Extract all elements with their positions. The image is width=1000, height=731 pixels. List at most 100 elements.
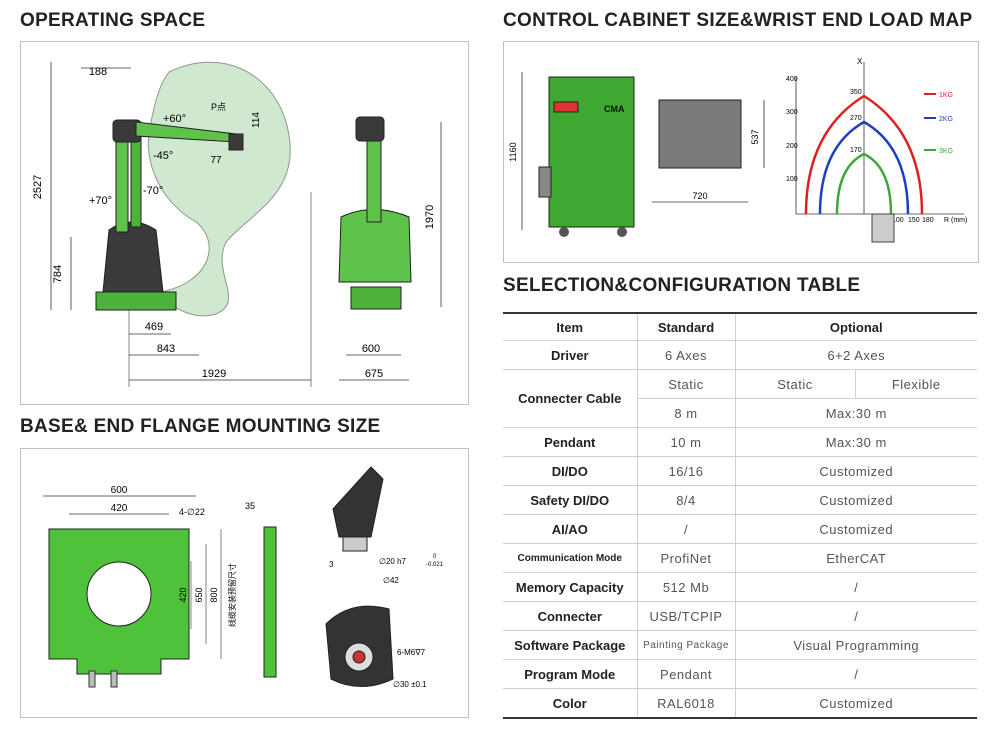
wrist-end-icon [871,213,895,243]
table-row: AI/AO / Customized [503,514,977,544]
wrist-load-map: X R (mm) 400 300 200 100 100 150 180 350… [786,57,967,243]
memory-optional: / [735,572,977,602]
cable-optional-static: Static [735,369,856,399]
comm-label: Communication Mode [503,543,638,573]
safety-standard: 8/4 [637,485,736,515]
program-standard: Pendant [637,659,736,689]
program-optional: / [735,659,977,689]
flange-tol-top: 0 [433,554,437,560]
peak-170: 170 [850,147,862,154]
control-cabinet-title: CONTROL CABINET SIZE&WRIST END LOAD MAP [503,10,973,31]
base-flange-drawing: 600 420 4-∅22 420 650 800 线缆安装预留尺寸 35 ∅2… [43,466,444,689]
dim-600-front: 600 [362,343,380,355]
base-dim-420-v: 420 [178,587,188,602]
y-tick-200: 200 [786,143,798,150]
dim-114: 114 [251,112,262,128]
color-label: Color [503,688,638,719]
software-optional: Visual Programming [735,630,977,660]
cabinet-logo: CMA [604,104,625,114]
load-x-axis-label: R (mm) [944,217,967,224]
cabinet-front-view: CMA [538,76,635,237]
y-tick-300: 300 [786,109,798,116]
dim-784: 784 [52,265,64,283]
dido-label: DI/DO [503,456,638,486]
load-y-axis-label: X [857,57,863,66]
table-row: Software Package Painting Package Visual… [503,630,977,660]
table-row: DI/DO 16/16 Customized [503,456,977,486]
legend-2kg: 2KG [939,116,953,123]
pendant-optional: Max:30 m [735,427,977,457]
control-cabinet-drawing: 1160 CMA 720 537 X R (mm) 400 300 200 10… [508,57,967,243]
base-flange-panel: 600 420 4-∅22 420 650 800 线缆安装预留尺寸 35 ∅2… [20,448,469,718]
table-row: Driver 6 Axes 6+2 Axes [503,340,977,370]
flange-dim-42: ∅42 [383,576,399,585]
table-row: Communication Mode ProfiNet EtherCAT [503,543,977,573]
end-flange-face-view [325,605,394,687]
aiao-label: AI/AO [503,514,638,544]
flange-m6: 6-M6∇7 [397,648,426,657]
header-item: Item [503,312,638,341]
connecter-standard: USB/TCPIP [637,601,736,631]
robot-front-view [338,116,412,310]
cable-note: 线缆安装预留尺寸 [227,563,237,627]
end-flange-side-view [332,466,384,552]
program-label: Program Mode [503,659,638,689]
table-row: Connecter Cable Static Static Flexible [503,369,977,428]
angle-plus60: +60° [163,113,186,125]
peak-270: 270 [850,115,862,122]
peak-350: 350 [850,89,862,96]
x-tick-100: 100 [892,217,904,224]
connecter-optional: / [735,601,977,631]
table-row: 8 m Max:30 m [503,398,977,428]
angle-minus45: -45° [153,150,173,162]
base-flange-title: BASE& END FLANGE MOUNTING SIZE [20,416,381,437]
load-curve-1kg [804,94,924,215]
header-optional: Optional [735,312,977,341]
base-side-view [263,526,277,678]
dim-1970: 1970 [424,205,436,229]
dido-standard: 16/16 [637,456,736,486]
cab-dim-720: 720 [692,191,707,201]
cabinet-top-view [658,99,742,169]
table-row: Connecter USB/TCPIP / [503,601,977,631]
workspace-envelope [147,61,291,317]
cab-dim-537: 537 [750,129,760,144]
flange-dim-3: 3 [329,560,334,569]
base-dim-420: 420 [111,503,128,514]
load-curve-2kg [818,120,910,215]
robot-side-view [95,119,244,311]
x-tick-180: 180 [922,217,934,224]
dim-675: 675 [365,368,383,380]
dim-188: 188 [89,66,107,78]
comm-standard: ProfiNet [637,543,736,573]
safety-label: Safety DI/DO [503,485,638,515]
aiao-optional: Customized [735,514,977,544]
color-standard: RAL6018 [637,688,736,719]
cab-dim-1160: 1160 [508,142,518,161]
driver-label: Driver [503,340,638,370]
base-plate-top-view [48,528,190,688]
header-standard: Standard [637,312,736,341]
table-row: Pendant 10 m Max:30 m [503,427,977,457]
software-standard: Painting Package [637,630,736,660]
holes-label: 4-∅22 [179,507,205,517]
dim-2527: 2527 [32,175,44,199]
connecter-label: Connecter [503,601,638,631]
load-curve-3kg [835,152,893,215]
comm-optional: EtherCAT [735,543,977,573]
color-optional: Customized [735,688,977,719]
dim-35: 35 [245,501,255,511]
safety-optional: Customized [735,485,977,515]
p-point-label: P点 [211,102,226,112]
flange-dim-20: ∅20 h7 [379,557,407,566]
x-tick-150: 150 [908,217,920,224]
y-tick-100: 100 [786,176,798,183]
table-header-row: Item Standard Optional [503,312,977,341]
driver-optional: 6+2 Axes [735,340,977,370]
dim-1929: 1929 [202,368,226,380]
dim-469: 469 [145,321,163,333]
driver-standard: 6 Axes [637,340,736,370]
base-dim-800: 800 [209,587,219,602]
legend-3kg: 3KG [939,148,953,155]
cable-optional-flexible: Flexible [855,369,977,399]
